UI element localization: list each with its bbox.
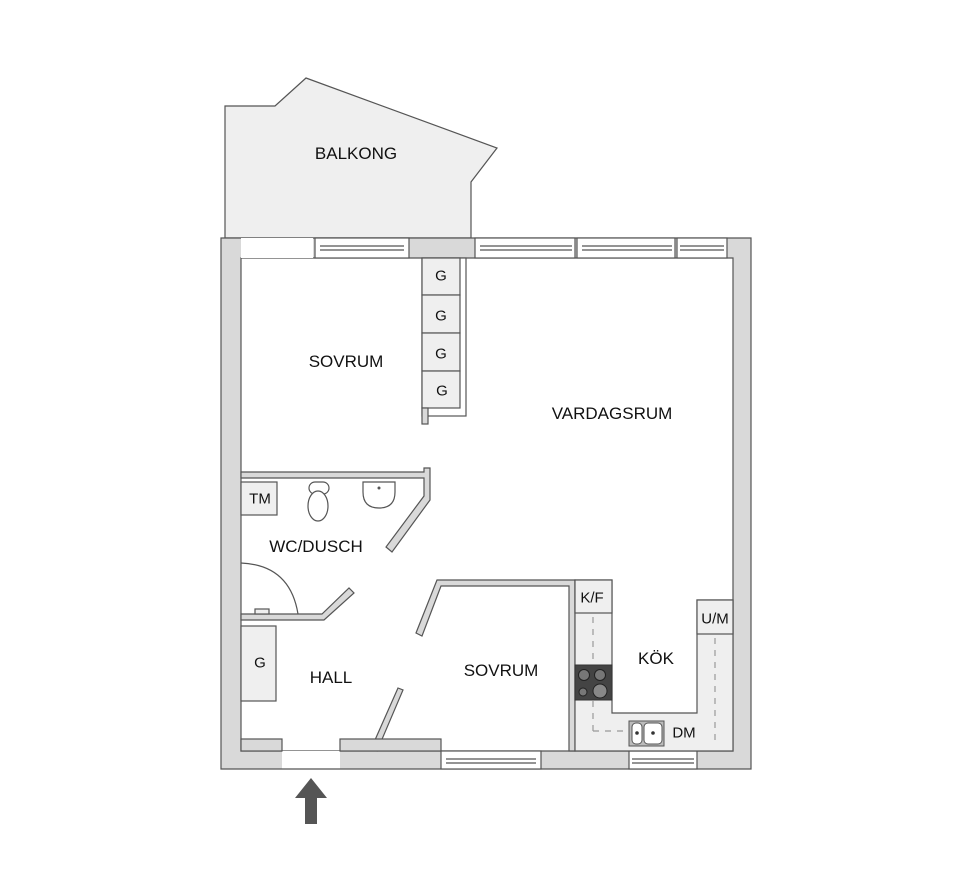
wall-bedroom-bath [240,467,431,553]
fridge-freezer-box [574,579,613,614]
sink-icon [362,481,396,509]
window-bedroom-top [314,237,410,259]
wardrobe-label-2: G [435,307,447,325]
window-living-2 [576,237,676,259]
fridge-freezer-label: K/F [580,589,604,607]
balcony-door-gap [241,238,313,258]
entrance-arrow [295,778,327,824]
entrance-gap [282,751,340,770]
wall-bath-hall [240,587,355,621]
hall-wardrobe-label: G [254,654,266,672]
wardrobe-label-3: G [435,345,447,363]
wardrobe-column [421,257,467,425]
oven-microwave-box [696,599,734,635]
room-label-kitchen: KÖK [638,649,674,668]
room-label-hall: HALL [309,668,353,687]
window-living-3 [676,237,728,259]
shower-mixer-icon [254,608,270,615]
window-bedroom-bottom [440,750,542,770]
room-label-bedroom-bottom: SOVRUM [463,661,539,680]
window-kitchen [628,750,698,770]
shower-door-arc [240,562,299,615]
washing-machine-box [240,481,278,516]
dishwasher-label: DM [672,724,696,742]
stove-icon [574,664,613,701]
kitchen-sink-icon [628,720,665,747]
toilet-icon [307,481,330,522]
outer-wall [220,237,752,770]
balcony-area [224,77,498,239]
washing-machine-label: TM [249,490,271,508]
window-living-1 [474,237,576,259]
wall-hall-bottom [339,738,442,752]
room-label-living: VARDAGSRUM [551,404,673,423]
room-label-bathroom: WC/DUSCH [269,537,363,556]
room-label-bedroom-top: SOVRUM [308,352,384,371]
wardrobe-label-4: G [436,382,448,400]
wall-hall-left-bottom [240,738,283,752]
oven-microwave-label: U/M [701,610,729,628]
hall-wardrobe [240,625,277,702]
room-label-balcony: BALKONG [314,144,398,163]
wardrobe-label-1: G [435,267,447,285]
